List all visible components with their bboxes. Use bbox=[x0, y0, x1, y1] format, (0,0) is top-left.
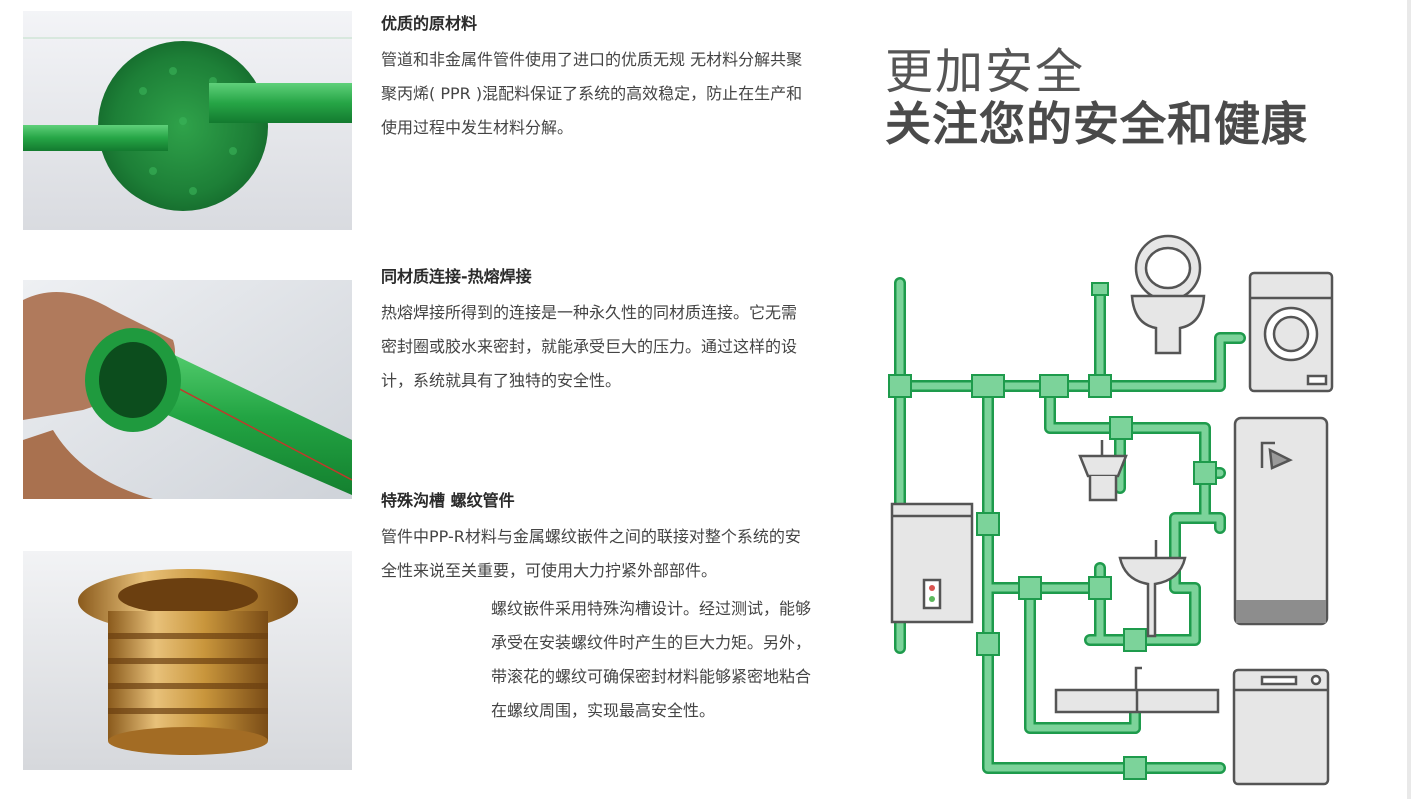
wash-basin-icon bbox=[1078, 440, 1187, 638]
section-paragraph: 管道和非金属件管件使用了进口的优质无规 无材料分解共聚聚丙烯( PPR )混配料… bbox=[381, 50, 803, 137]
dishwasher-icon bbox=[1232, 668, 1330, 786]
section-paragraph: 螺纹嵌件采用特殊沟槽设计。经过测试，能够承受在安装螺纹件时产生的巨大力矩。另外，… bbox=[491, 599, 812, 720]
threaded-insert-photo bbox=[23, 551, 352, 770]
shower-cabinet-icon bbox=[1233, 416, 1329, 626]
section-threaded-fittings: 特殊沟槽 螺纹管件 管件中PP-R材料与金属螺纹嵌件之间的联接对整个系统的安全性… bbox=[381, 490, 811, 728]
scrollbar-edge bbox=[1407, 0, 1411, 799]
section-paragraph: 热熔焊接所得到的连接是一种永久性的同材质连接。它无需密封圈或胶水来密封，就能承受… bbox=[381, 303, 798, 390]
section-title: 特殊沟槽 螺纹管件 bbox=[381, 491, 515, 510]
water-heater-icon bbox=[890, 502, 974, 624]
hero-subtitle: 更加安全 bbox=[885, 44, 1086, 100]
section-title: 同材质连接-热熔焊接 bbox=[381, 267, 532, 286]
section-raw-material: 优质的原材料 管道和非金属件管件使用了进口的优质无规 无材料分解共聚聚丙烯( P… bbox=[381, 13, 811, 145]
toilet-icon bbox=[1130, 234, 1206, 355]
section-title: 优质的原材料 bbox=[381, 14, 478, 33]
fusion-welding-photo bbox=[23, 280, 352, 499]
section-fusion-welding: 同材质连接-热熔焊接 热熔焊接所得到的连接是一种永久性的同材质连接。它无需密封圈… bbox=[381, 266, 811, 398]
section-paragraph: 管件中PP-R材料与金属螺纹嵌件之间的联接对整个系统的安全性来说至关重要，可使用… bbox=[381, 527, 801, 580]
washing-machine-icon bbox=[1248, 271, 1334, 393]
hero-title: 关注您的安全和健康 bbox=[885, 97, 1308, 151]
raw-material-photo bbox=[23, 11, 352, 230]
kitchen-sink-icon bbox=[1054, 666, 1220, 714]
plumbing-diagram bbox=[880, 228, 1340, 788]
